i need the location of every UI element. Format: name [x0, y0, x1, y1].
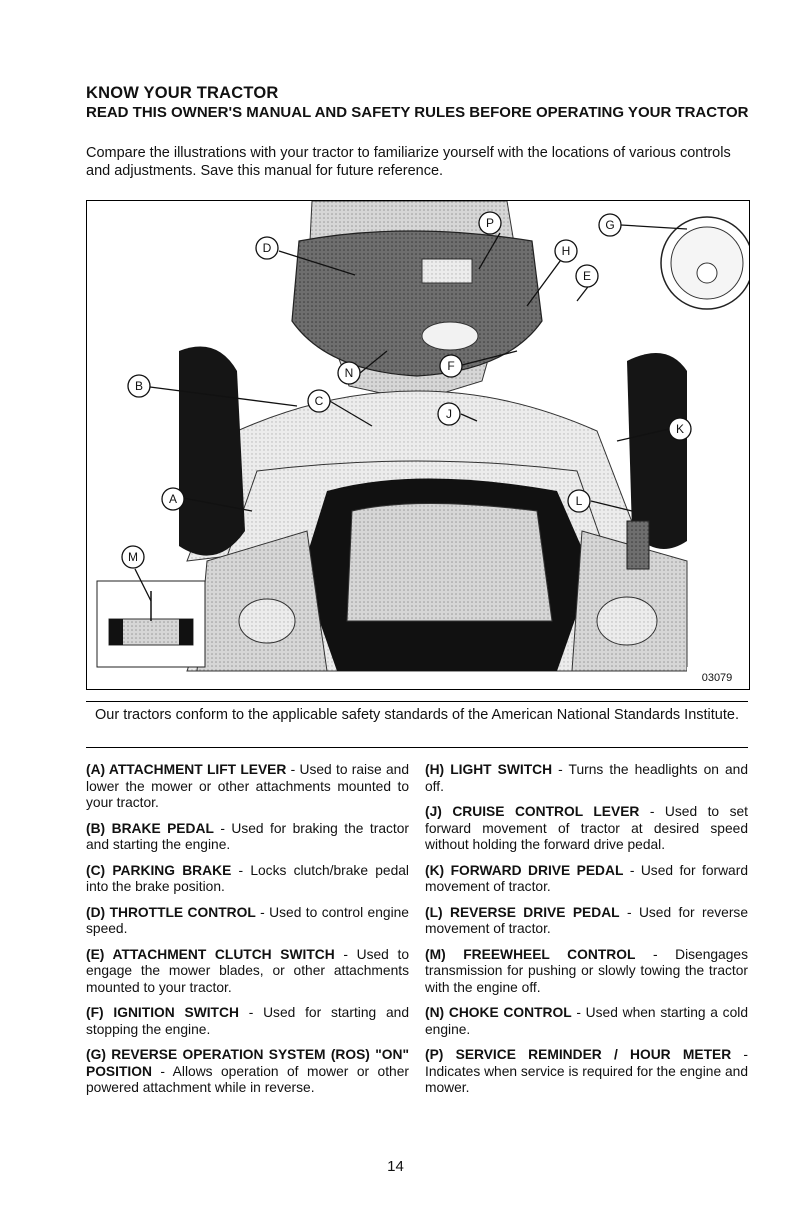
control-item-l: (L) REVERSE DRIVE PEDAL - Used for rever…: [425, 904, 749, 937]
callout-h: H: [554, 239, 578, 263]
caption-bottom-rule: [86, 747, 748, 748]
callout-e: E: [575, 264, 599, 288]
svg-text:L: L: [576, 494, 583, 508]
callout-c: C: [307, 389, 331, 413]
control-item-d: (D) THROTTLE CONTROL - Used to control e…: [86, 904, 409, 937]
control-item-c: (C) PARKING BRAKE - Locks clutch/brake p…: [86, 862, 409, 895]
svg-text:G: G: [605, 218, 614, 232]
svg-text:P: P: [486, 216, 494, 230]
svg-text:C: C: [315, 394, 324, 408]
control-item-g: (G) REVERSE OPERATION SYSTEM (ROS) "ON" …: [86, 1047, 409, 1095]
control-item-n: (N) CHOKE CONTROL - Used when starting a…: [425, 1005, 748, 1037]
svg-text:N: N: [345, 366, 354, 380]
control-item-b: (B) BRAKE PEDAL - Used for braking the t…: [86, 820, 410, 853]
control-item-a: (A) ATTACHMENT LIFT LEVER - Used to rais…: [86, 762, 409, 810]
tractor-drawing: P G D H E N F B C J K A L M 03079: [96, 201, 749, 685]
svg-text:H: H: [562, 244, 571, 258]
svg-text:B: B: [135, 379, 143, 393]
control-item-p: (P) SERVICE REMINDER / HOUR METER - Indi…: [425, 1047, 748, 1095]
controls-list-right: (H) LIGHT SWITCH - Turns the headlights …: [425, 762, 748, 1106]
callout-f: F: [439, 354, 463, 378]
safety-heading: READ THIS OWNER'S MANUAL AND SAFETY RULE…: [86, 104, 749, 121]
control-item-h: (H) LIGHT SWITCH - Turns the headlights …: [425, 762, 748, 794]
callout-d: D: [255, 236, 279, 260]
svg-text:F: F: [447, 359, 454, 373]
callout-l: L: [567, 489, 591, 513]
callout-m: M: [121, 545, 145, 569]
callout-p: P: [478, 211, 502, 235]
control-item-f: (F) IGNITION SWITCH - Used for starting …: [86, 1005, 409, 1037]
tractor-illustration: P G D H E N F B C J K A L M 03079: [86, 200, 750, 690]
callout-b: B: [127, 374, 151, 398]
svg-text:K: K: [676, 422, 684, 436]
figure-code: 03079: [702, 672, 733, 684]
control-item-k: (K) FORWARD DRIVE PEDAL - Used for forwa…: [425, 862, 748, 895]
controls-list-left: (A) ATTACHMENT LIFT LEVER - Used to rais…: [86, 762, 409, 1106]
page-number: 14: [387, 1158, 404, 1175]
standards-caption: Our tractors conform to the applicable s…: [95, 707, 739, 723]
svg-text:D: D: [263, 241, 272, 255]
callout-g: G: [598, 213, 622, 237]
svg-text:J: J: [446, 407, 452, 421]
callout-k: K: [668, 417, 692, 441]
control-item-m: (M) FREEWHEEL CONTROL - Disengages trans…: [425, 946, 748, 995]
intro-paragraph: Compare the illustrations with your trac…: [86, 145, 731, 179]
page-title: KNOW YOUR TRACTOR: [86, 84, 279, 102]
callout-n: N: [337, 361, 361, 385]
control-item-e: (E) ATTACHMENT CLUTCH SWITCH - Used to e…: [86, 946, 409, 995]
caption-top-rule: [86, 701, 748, 702]
callout-j: J: [437, 402, 461, 426]
control-item-j: (J) CRUISE CONTROL LEVER - Used to set f…: [425, 804, 748, 852]
svg-text:M: M: [128, 550, 138, 564]
svg-text:E: E: [583, 269, 591, 283]
callout-a: A: [161, 487, 185, 511]
svg-text:A: A: [169, 492, 177, 506]
callout-markers: P G D H E N F B C J K A L M: [121, 211, 692, 569]
